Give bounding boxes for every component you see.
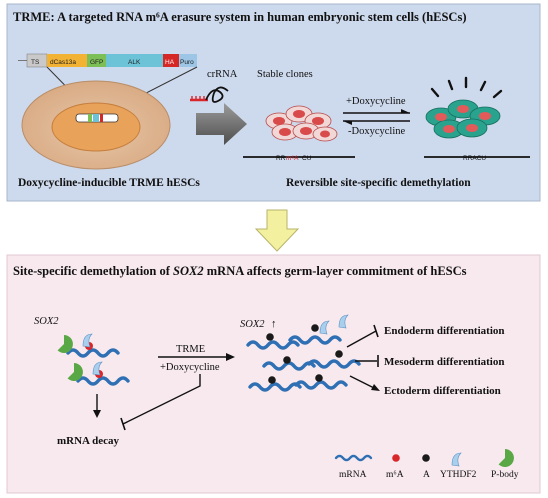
sox2-up-arrow: ↑ xyxy=(271,318,277,330)
sox2-label-right: SOX2 xyxy=(240,319,265,330)
sox2-label-left: SOX2 xyxy=(34,316,59,327)
stable-clones-label: Stable clones xyxy=(257,69,313,80)
hesc-nucleus xyxy=(51,102,141,152)
construct-ha xyxy=(163,54,179,67)
methylated-motif-m6a: m⁶A xyxy=(286,155,299,162)
construct-label-alk: ALK xyxy=(128,59,141,66)
methylated-motif-suffix: CU xyxy=(302,155,312,162)
legend-a-icon xyxy=(422,454,430,462)
legend-a-label: A xyxy=(423,470,430,480)
mrna-decay-label: mRNA decay xyxy=(57,435,120,447)
demethylated-motif-label: RRACU xyxy=(463,155,486,162)
ectoderm-label: Ectoderm differentiation xyxy=(384,385,501,397)
stable-clones-cluster xyxy=(265,105,338,142)
bottom-title-pre: Site-specific demethylation of xyxy=(13,264,173,278)
construct-label-puro: Puro xyxy=(180,59,194,66)
construct-puro xyxy=(179,54,197,67)
a-dots xyxy=(266,324,343,384)
treatment-line2: +Doxycycline xyxy=(160,362,220,373)
construct-label-ha: HA xyxy=(165,59,175,66)
inhibition-connector xyxy=(122,374,201,425)
crrna-label: crRNA xyxy=(207,69,238,80)
legend-mrna-label: mRNA xyxy=(339,470,367,480)
big-gray-arrow xyxy=(196,103,247,145)
construct-alk xyxy=(106,54,163,67)
minus-dox-label: -Doxycycline xyxy=(348,126,405,137)
legend-m6a-icon xyxy=(392,454,400,462)
legend-ythdf2-label: YTHDF2 xyxy=(440,470,477,480)
construct-bar: TS dCas13a GFP ALK HA Puro xyxy=(18,53,197,68)
legend: mRNA m⁶A A YTHDF2 P-body xyxy=(334,449,519,480)
right-caption: Reversible site-specific demethylation xyxy=(286,177,471,189)
chromosome xyxy=(75,113,119,123)
legend-m6a-label: m⁶A xyxy=(386,470,404,480)
bottom-panel-title: Site-specific demethylation of SOX2 mRNA… xyxy=(13,264,467,278)
bottom-panel xyxy=(6,254,541,494)
bound-mrna-1 xyxy=(57,333,120,358)
mesoderm-label: Mesoderm differentiation xyxy=(384,356,504,368)
left-caption: Doxycycline-inducible TRME hESCs xyxy=(18,177,200,189)
endoderm-label: Endoderm differentiation xyxy=(384,325,505,337)
construct-label-dcas13a: dCas13a xyxy=(50,59,76,66)
bottom-title-post: mRNA affects germ-layer commitment of hE… xyxy=(204,264,467,278)
down-arrow xyxy=(254,209,300,252)
induced-clones-cluster xyxy=(425,76,503,139)
bound-mrna-2 xyxy=(67,361,130,386)
construct-gfp xyxy=(87,54,106,67)
crrna-icon xyxy=(190,86,229,103)
methylated-motif-prefix: RR xyxy=(276,155,286,162)
bottom-title-gene: SOX2 xyxy=(173,264,204,278)
treatment-line1: TRME xyxy=(176,344,205,355)
ectoderm-arrow-line xyxy=(349,375,375,389)
construct-dcas13a xyxy=(47,54,87,67)
construct-label-ts: TS xyxy=(31,59,40,66)
endoderm-inhibit-line xyxy=(346,330,377,348)
reverse-arrow xyxy=(343,120,410,125)
forward-arrow xyxy=(343,109,410,114)
plus-dox-label: +Doxycycline xyxy=(346,96,406,107)
top-panel-title: TRME: A targeted RNA m⁶A erasure system … xyxy=(13,10,467,24)
legend-pbody-label: P-body xyxy=(491,470,519,480)
construct-label-gfp: GFP xyxy=(90,59,103,66)
